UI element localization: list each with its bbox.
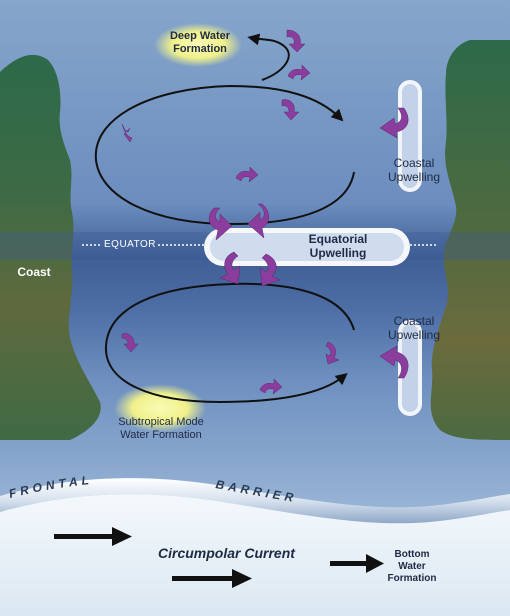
upwelling-arrow [121, 123, 133, 143]
bottom-water-formation-label: Bottom Water Formation [384, 549, 440, 585]
equatorial-upwelling-pill-inner [210, 233, 404, 261]
coastal-upwelling-bottom-line-1: Coastal [393, 314, 435, 328]
subtropical-mode-line-1: Subtropical Mode [118, 416, 204, 428]
circumpolar-arrow-2 [172, 569, 252, 588]
equatorial-upwelling-arrow [208, 207, 233, 241]
bottom-water-formation-line-2: Water [398, 561, 426, 572]
bottom-water-formation-line-1: Bottom [394, 549, 430, 560]
upwelling-arrow [281, 99, 300, 121]
equatorial-upwelling-arrow [219, 251, 241, 285]
upwelling-arrow [325, 341, 340, 365]
subtropical-mode-line-2: Water Formation [120, 429, 202, 441]
deep-water-flow-arrow [247, 33, 290, 81]
left-coast-landmass [0, 54, 101, 440]
northern-gyre-loop [94, 84, 355, 226]
subtropical-mode-glow [114, 384, 206, 432]
equatorial-upwelling-arrow [259, 253, 281, 287]
deep-water-formation-label: Deep Water Formation [168, 30, 232, 56]
equator-label: EQUATOR [104, 239, 157, 250]
coastal-upwelling-bottom-line-2: Upwelling [387, 328, 441, 342]
frontal-barrier [0, 478, 510, 524]
coastal-upwelling-top-line-1: Coastal [393, 156, 435, 170]
coastal-upwelling-bottom-label: Coastal Upwelling [378, 314, 450, 342]
circumpolar-water [0, 494, 510, 616]
coastal-upwelling-top-line-2: Upwelling [387, 170, 441, 184]
right-coast-landmass [430, 40, 510, 440]
coastal-upwelling-pill-bottom-inner [402, 324, 418, 412]
equatorial-upwelling-label: Equatorial Upwelling [288, 232, 388, 260]
subtropical-mode-label: Subtropical Mode Water Formation [106, 416, 216, 442]
circumpolar-arrow-1 [54, 527, 132, 546]
coastal-upwelling-top-label: Coastal Upwelling [378, 156, 450, 184]
equatorial-upwelling-arrow [247, 203, 269, 239]
southern-gyre-loop [104, 282, 355, 404]
bottom-water-formation-line-3: Formation [387, 573, 437, 584]
upwelling-arrow [259, 378, 283, 395]
deep-water-formation-glow [154, 23, 242, 67]
deep-water-formation-line-1: Deep Water [169, 30, 231, 42]
upwelling-arrow [286, 29, 306, 53]
equatorial-upwelling-line-2: Upwelling [309, 246, 367, 260]
coastal-upwelling-pill-top-inner [402, 84, 418, 188]
coastal-upwelling-arrow-top [379, 107, 409, 139]
coastal-upwelling-arrow-bottom [379, 345, 409, 379]
equatorial-upwelling-line-1: Equatorial [308, 232, 368, 246]
deep-water-formation-line-2: Formation [173, 43, 227, 55]
circumpolar-current-label: Circumpolar Current [158, 545, 295, 561]
circumpolar-arrow-3 [330, 554, 384, 573]
coast-label: Coast [17, 265, 51, 279]
upwelling-arrow [287, 64, 311, 81]
upwelling-arrow [235, 166, 259, 183]
upwelling-arrow [121, 333, 139, 353]
